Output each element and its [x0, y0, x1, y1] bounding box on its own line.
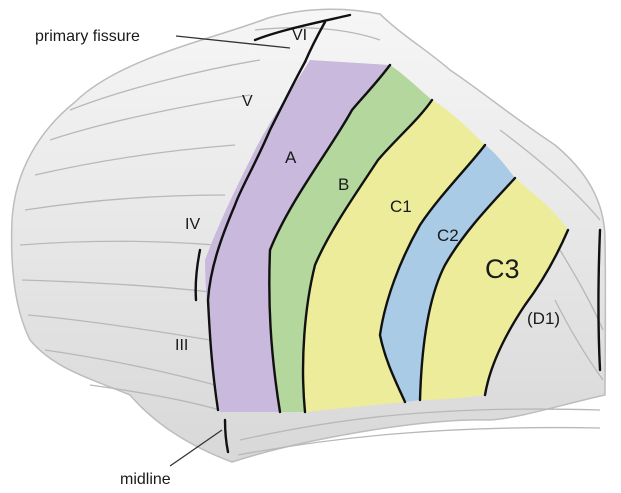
- lobule-vi-label: VI: [292, 27, 307, 44]
- zone-c1-label: C1: [390, 197, 412, 216]
- lobule-iii-label: III: [175, 337, 188, 354]
- zone-d1-label: (D1): [527, 309, 560, 328]
- zone-b-label: B: [338, 175, 349, 194]
- zone-a-label: A: [285, 148, 297, 167]
- lobule-iv-label: IV: [185, 216, 200, 233]
- zone-c3-label: C3: [485, 254, 520, 284]
- midline-label: midline: [120, 471, 171, 488]
- primary-fissure-label: primary fissure: [35, 28, 140, 45]
- zone-c2-label: C2: [437, 226, 459, 245]
- lobule-v-label: V: [242, 93, 253, 110]
